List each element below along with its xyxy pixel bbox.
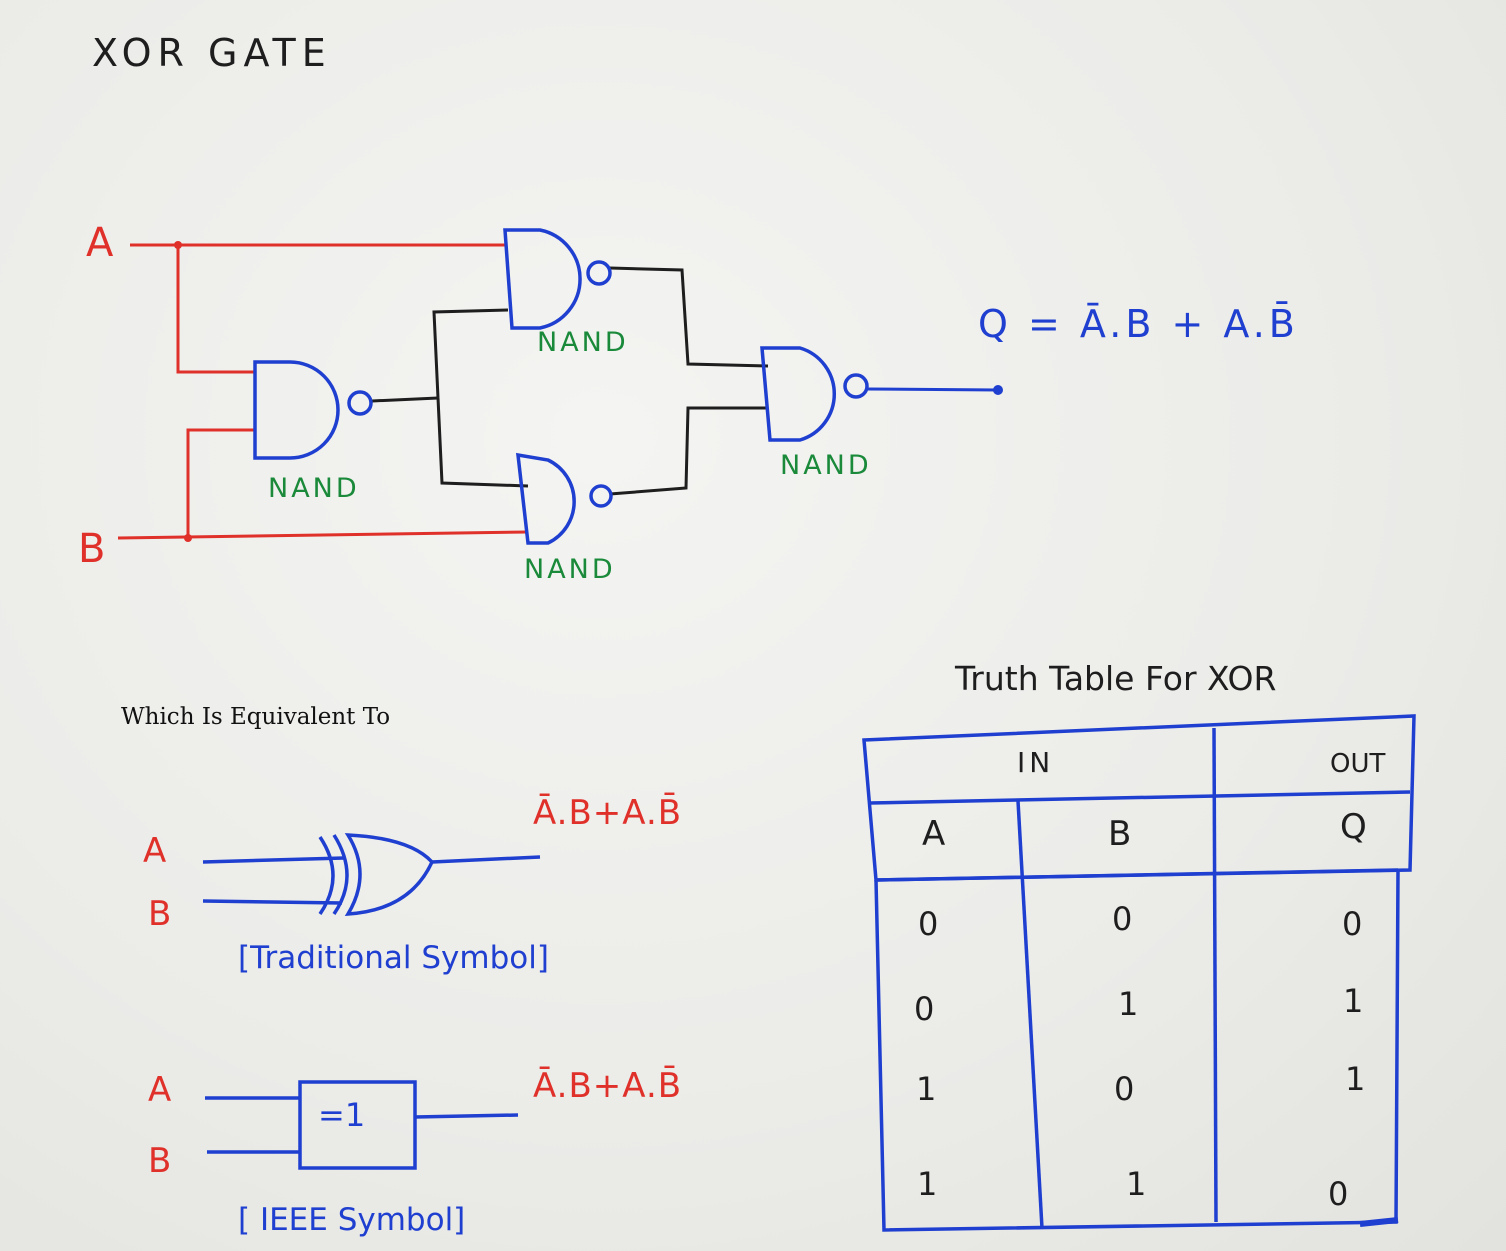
nand-label-2: NAND: [537, 327, 629, 358]
traditional-output-wire: [431, 855, 541, 864]
truth-table-row-1-q: 0: [1342, 905, 1362, 943]
truth-table-row-1-b: 0: [1112, 900, 1132, 938]
truth-table-row-1-a: 0: [918, 905, 938, 943]
truth-table-row-2-q: 1: [1343, 982, 1363, 1020]
truth-table-row-3-b: 0: [1114, 1070, 1134, 1108]
wire-nand4-out: [609, 406, 768, 496]
internal-wires: [371, 266, 769, 496]
truth-table-group-out: OUT: [1330, 749, 1385, 779]
output-wire: [866, 387, 999, 392]
truth-table-row-2-a: 0: [914, 990, 934, 1028]
page-title: XOR GATE: [92, 31, 332, 75]
ieee-expression: Ā.B+A.B̄: [533, 1065, 682, 1106]
wire-nand2-out: [609, 266, 769, 368]
traditional-input-a: A: [143, 831, 166, 871]
nand-gate-3: [515, 452, 613, 545]
body-top-line: [875, 868, 1399, 882]
ieee-input-a: A: [148, 1070, 171, 1110]
output-expression: Q = Ā.B + A.B̄: [978, 302, 1299, 346]
ieee-gate-box: [298, 1080, 417, 1170]
nand-gate-4: [760, 346, 869, 442]
traditional-wire-a: [202, 856, 345, 864]
traditional-xor-symbol: [202, 833, 541, 916]
xor-back-curve-1: [318, 836, 335, 915]
traditional-input-b: B: [148, 894, 171, 934]
ieee-gate-text: =1: [318, 1096, 365, 1134]
wire-to-nand2: [432, 308, 509, 399]
wire-a-to-nand1: [176, 245, 255, 374]
input-label-a: A: [86, 220, 114, 266]
col-divider-a-b: [1016, 800, 1044, 1229]
table-body-box: [874, 871, 1400, 1232]
truth-table-header-b: B: [1108, 814, 1131, 854]
truth-table-row-3-a: 1: [916, 1070, 936, 1108]
traditional-caption: [Traditional Symbol]: [238, 940, 549, 976]
input-label-b: B: [78, 526, 105, 572]
nand-gate-1-bubble: [347, 390, 373, 416]
ieee-input-b: B: [148, 1141, 171, 1181]
ieee-xor-symbol: [205, 1080, 519, 1170]
ieee-caption: [ IEEE Symbol]: [238, 1202, 465, 1238]
table-corner-mark: [1359, 1217, 1399, 1227]
output-terminal: [993, 385, 1003, 395]
truth-table-group-in: IN: [1017, 746, 1054, 779]
xor-body: [344, 833, 435, 916]
truth-table-title: Truth Table For XOR: [954, 659, 1276, 698]
ieee-output-wire: [414, 1113, 519, 1119]
nand-label-1: NAND: [268, 473, 360, 504]
nand-gate-3-bubble: [589, 484, 613, 508]
xor-back-curve-2: [332, 834, 349, 915]
truth-table-row-4-q: 0: [1328, 1175, 1348, 1213]
truth-table-row-4-a: 1: [917, 1165, 937, 1203]
header-divider: [869, 790, 1411, 805]
nand-gate-1: [253, 360, 373, 460]
wire-b-to-nand1: [186, 428, 255, 538]
nand-gate-2-bubble: [586, 260, 612, 286]
nand-label-3: NAND: [524, 554, 616, 585]
truth-table-grid: [862, 714, 1416, 1232]
truth-table-headers: A B Q: [922, 807, 1367, 854]
traditional-wire-b: [202, 899, 343, 905]
junction-b: [184, 534, 192, 542]
nand-label-4: NAND: [780, 450, 872, 481]
equivalent-caption: Which Is Equivalent To: [121, 704, 390, 730]
wire-to-nand4: [436, 397, 529, 488]
table-header-box: [862, 714, 1416, 882]
wire-b-to-nand3: [117, 530, 529, 540]
truth-table-header-q: Q: [1340, 807, 1367, 847]
truth-table-row-3-q: 1: [1345, 1060, 1365, 1098]
traditional-expression: Ā.B+A.B̄: [533, 792, 682, 833]
col-divider-in-out: [1212, 727, 1218, 1223]
truth-table-header-a: A: [922, 814, 945, 854]
junction-dots: [174, 241, 192, 542]
nand-labels: NAND NAND NAND NAND: [268, 327, 872, 585]
nand-gate-2: [503, 228, 612, 330]
truth-table-body: 0 0 0 0 1 1 1 0 1 1 1 0: [914, 900, 1365, 1213]
wire-nand1-out: [371, 396, 439, 403]
junction-a: [174, 241, 182, 249]
nand-gate-4-bubble: [843, 373, 869, 399]
truth-table-row-4-b: 1: [1126, 1165, 1146, 1203]
truth-table-row-2-b: 1: [1118, 985, 1138, 1023]
